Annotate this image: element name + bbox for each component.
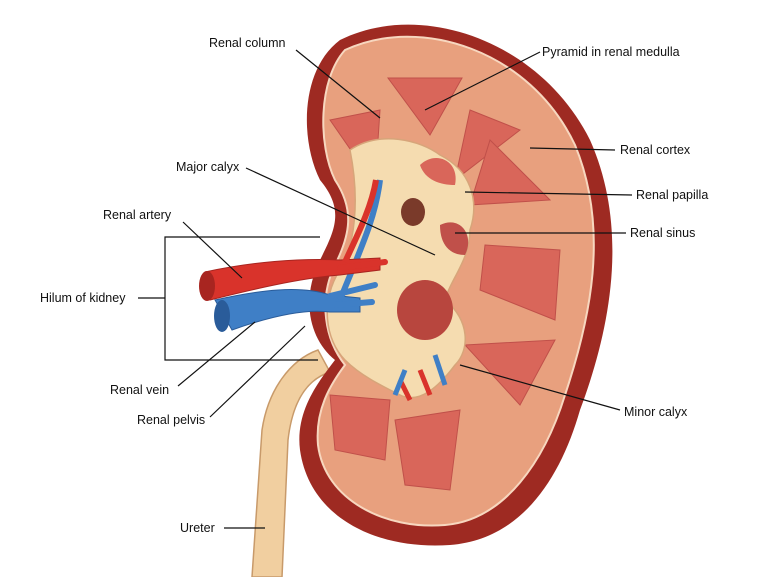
label-renal-cortex: Renal cortex (620, 143, 691, 157)
leader-major-calyx (245, 167, 436, 256)
label-renal-column: Renal column (209, 36, 286, 50)
leader-renal-papilla (464, 191, 633, 196)
label-minor-calyx: Minor calyx (624, 405, 688, 419)
leader-renal-artery (182, 221, 243, 279)
renal-vein-shape (214, 289, 361, 331)
label-renal-sinus: Renal sinus (630, 226, 696, 240)
leader-renal-vein (177, 321, 256, 387)
leader-renal-column (295, 49, 381, 119)
leader-minor-calyx (459, 364, 621, 411)
label-ureter: Ureter (180, 521, 215, 535)
label-renal-papilla: Renal papilla (636, 188, 709, 202)
renal-artery-shape (204, 257, 381, 301)
renal-pyramids (329, 77, 561, 491)
label-pyramid: Pyramid in renal medulla (542, 45, 680, 59)
leader-renal-cortex (529, 147, 616, 151)
leader-lines (138, 49, 633, 529)
leader-pyramid (424, 51, 541, 111)
label-major-calyx: Major calyx (176, 160, 240, 174)
label-renal-pelvis: Renal pelvis (137, 413, 206, 427)
ureter-shape (251, 349, 332, 577)
leader-renal-pelvis (209, 325, 306, 418)
label-hilum: Hilum of kidney (40, 291, 126, 305)
label-renal-vein: Renal vein (110, 383, 170, 397)
label-renal-artery: Renal artery (103, 208, 172, 222)
